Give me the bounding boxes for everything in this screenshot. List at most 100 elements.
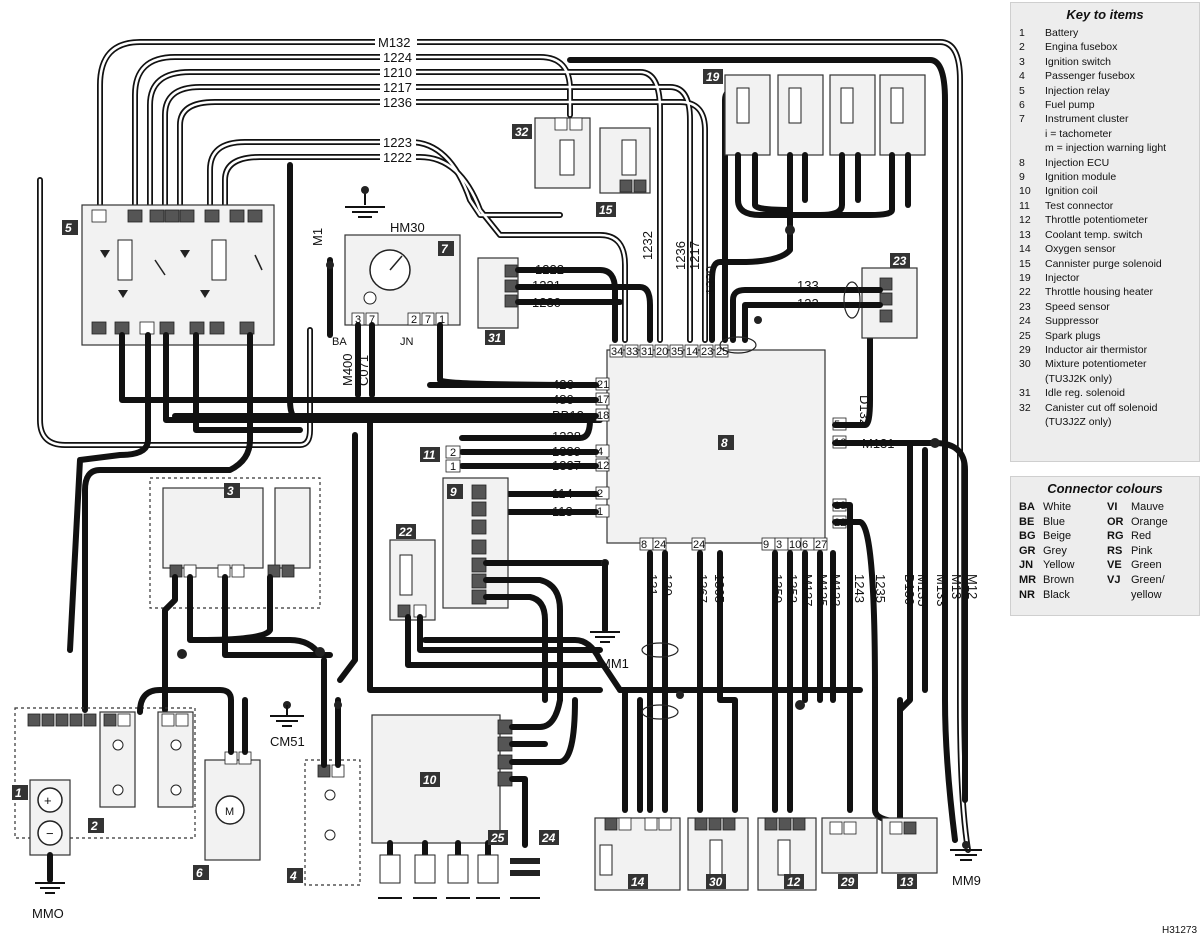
injection-relay-5	[81, 204, 275, 346]
component-badge-3: 3	[224, 483, 240, 498]
wire-label: 1222	[535, 262, 564, 277]
top-wire-labels: M132 1224 1210 1217 1236 1223 1222	[375, 34, 417, 165]
wire-label: 1243	[852, 574, 867, 603]
key-item: (TU3J2Z only)	[1045, 415, 1112, 428]
colour-name: Brown	[1043, 573, 1075, 586]
wire-label-1217: 1217	[383, 80, 412, 95]
key-item-label: Coolant temp. switch	[1045, 228, 1143, 241]
key-item-label: Inductor air thermistor	[1045, 343, 1148, 356]
wire-label: D130	[902, 574, 917, 605]
ecu-pin-box	[714, 344, 729, 358]
wire-label-1210: 1210	[383, 65, 412, 80]
colour-code	[1107, 588, 1131, 603]
wire-label: M12	[965, 574, 980, 599]
component-badge-23: 23	[890, 253, 910, 268]
wire-label: D132	[857, 395, 872, 426]
ecu-pin-box	[699, 344, 714, 358]
colour-name: Yellow	[1043, 559, 1075, 572]
wire-label-1236: 1236	[383, 95, 412, 110]
colour-code: VJ	[1107, 573, 1121, 586]
component-badge-15: 15	[596, 202, 616, 217]
key-title: Key to items	[1066, 7, 1144, 22]
ignition-switch-3	[149, 477, 321, 609]
colour-name: Red	[1131, 530, 1152, 543]
key-item-label: Instrument cluster	[1045, 113, 1129, 126]
key-item-number: 9	[1019, 171, 1025, 184]
ground-label-mm1: MM1	[600, 656, 629, 671]
wire-label-m400: M400	[340, 353, 355, 386]
svg-text:24: 24	[541, 831, 556, 845]
wire-label: 1232	[640, 231, 655, 260]
key-item-number: 32	[1019, 401, 1031, 414]
svg-text:2: 2	[411, 314, 417, 326]
wire-label: 426	[552, 377, 574, 392]
colour-code: RG	[1107, 530, 1124, 543]
key-item-number: 23	[1019, 300, 1031, 313]
wire-label: BB12	[552, 408, 584, 423]
svg-text:7: 7	[441, 242, 449, 256]
svg-text:30: 30	[709, 875, 723, 889]
wire-label: 1231	[532, 278, 561, 293]
component-badge-29: 29	[838, 874, 858, 889]
svg-text:22: 22	[398, 525, 413, 539]
wire-label: M123	[828, 574, 843, 607]
ground-label-mmo: MMO	[32, 906, 64, 921]
ground-hm30: HM30	[345, 186, 425, 235]
wire-label-1224: 1224	[383, 50, 412, 65]
svg-text:13: 13	[900, 875, 914, 889]
injector-wires	[709, 152, 911, 343]
fuel-pump-6: M	[204, 751, 261, 861]
ecu-pin-number: 18	[597, 410, 609, 422]
colour-name: Grey	[1043, 544, 1067, 557]
ecu-pin-box	[669, 344, 684, 358]
wire-label: 114	[552, 486, 573, 501]
ecu-pin-number: 27	[815, 539, 827, 551]
wire-label: M125	[815, 574, 830, 607]
component-badge-19: 19	[703, 69, 723, 84]
svg-text:3: 3	[227, 484, 234, 498]
component-badge-25: 25	[488, 830, 508, 845]
key-item-number: 19	[1019, 271, 1031, 284]
component-badge-5: 5	[62, 220, 78, 235]
svg-text:2: 2	[450, 447, 456, 459]
component-badge-8: 8	[718, 435, 734, 450]
colour-code: NR	[1019, 588, 1035, 601]
svg-text:29: 29	[840, 875, 855, 889]
wire-label: 1217	[687, 241, 702, 270]
svg-text:10: 10	[423, 773, 437, 787]
bottom-ecu-wires	[617, 550, 903, 825]
wire-label: M13	[949, 574, 964, 599]
svg-text:+: +	[44, 793, 52, 808]
battery-1: + −	[29, 779, 71, 856]
component-badge-31: 31	[485, 330, 505, 345]
wire-label-m132: M132	[378, 35, 411, 50]
wire-labels: 426480BB12133813391337114113D132M1311222…	[532, 231, 980, 606]
svg-text:19: 19	[706, 70, 720, 84]
key-item-number: 7	[1019, 113, 1025, 126]
wire-label: 1320	[703, 266, 718, 295]
wire-label: 1367	[695, 574, 710, 603]
ecu-pin-number: 1	[597, 506, 603, 518]
wire-label: 133	[797, 278, 819, 293]
ecu-pin-number: 34	[611, 346, 623, 358]
wire-label: 1230	[532, 295, 561, 310]
injection-ecu-8	[606, 349, 826, 544]
ecu-pin-box	[639, 344, 654, 358]
component-badge-30: 30	[706, 874, 726, 889]
colour-code: MR	[1019, 573, 1037, 586]
suppressor-24	[510, 858, 540, 899]
component-badge-22: 22	[396, 524, 416, 539]
component-badge-2: 2	[88, 818, 104, 833]
wire-label: 132	[797, 296, 819, 311]
ecu-pin-box	[624, 344, 639, 358]
